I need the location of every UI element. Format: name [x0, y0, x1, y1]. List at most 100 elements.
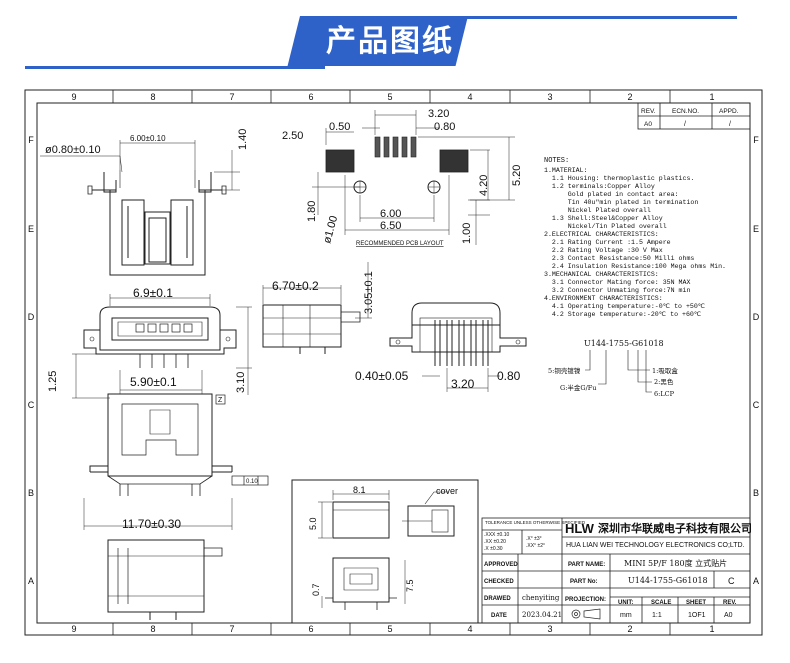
col-bot-3: 3	[547, 624, 552, 634]
note-line: 4.2 Storage temperature:-20℃ to +60℃	[544, 311, 702, 318]
approved-label: APPROVED	[484, 562, 518, 568]
note-line: 3.2 Connector Unmating force:7N min	[544, 287, 690, 294]
appd-value: /	[729, 121, 731, 128]
note-line: 1.2 terminals:Copper Alloy	[544, 183, 655, 190]
rev-label: REV.	[723, 600, 737, 606]
drawer-name: chenyiting	[522, 594, 560, 602]
column-ticks	[112, 90, 671, 635]
rear-view	[389, 302, 527, 392]
revision-table: REV. ECN.NO. APPD. A0 / /	[637, 102, 751, 130]
sheet-value: 1OF1	[688, 612, 706, 619]
cover-dim-07: 0.7	[311, 583, 321, 596]
company-name-cn: 深圳市华联威电子科技有限公司	[598, 521, 752, 535]
note-line: Gold plated in contact area:	[544, 191, 679, 198]
notes-title: NOTES:	[544, 157, 569, 165]
rev-value: A0	[644, 121, 652, 128]
column-labels: 9 8 7 6 5 4 3 2 1 9 8 7 6 5 4 3 2 1	[71, 92, 714, 634]
side-dim-305: 3.05±0.1	[363, 271, 375, 314]
company-name-en: HUA LIAN WEI TECHNOLOGY ELECTRONICS CO;L…	[566, 542, 745, 549]
front-view	[72, 294, 252, 399]
cover-dim-81: 8.1	[353, 485, 366, 495]
row-right-E: E	[753, 224, 759, 234]
note-line: 4.1 Operating temperature:-0℃ to +50℃	[544, 303, 706, 310]
ang-line-2: .XX° ±2°	[526, 543, 545, 549]
note-line: 2.2 Rating Voltage :30 V Max	[544, 247, 663, 254]
pcb-layout-title: RECOMMENDED PCB LAYOUT	[356, 241, 444, 247]
note-line: Nickel/Tin Plated overall	[544, 223, 667, 230]
datum-z: Z	[218, 397, 223, 404]
drawed-label: DRAWED	[484, 596, 511, 602]
col-top-7: 7	[229, 92, 234, 102]
part-code-callout: U144-1755-G61018 5:铜壳镀镍 1:吸取盒 2:黑色 G:半金G…	[548, 339, 678, 398]
part-name-label: PART NAME:	[568, 562, 605, 568]
note-line: Nickel Plated overall	[544, 207, 651, 214]
pcb-dim-100: 1.00	[461, 223, 473, 244]
note-line: 3.MECHANICAL CHARACTERISTICS:	[544, 271, 659, 278]
rev-col-label: REV.	[641, 108, 656, 115]
pcb-pad-left	[325, 149, 355, 173]
bottom-view	[83, 393, 269, 530]
dim-hole-dia: ø0.80±0.10	[45, 144, 101, 156]
cover-detail: 8.1 5.0 0.7 7.5 cover	[291, 479, 479, 624]
scale-label: SCALE	[651, 600, 671, 606]
row-right-C: C	[753, 400, 760, 410]
code-label-gold: G:半金G/Fu	[560, 383, 596, 392]
appd-col-label: APPD.	[719, 108, 739, 115]
pcb-dim-420: 4.20	[478, 175, 490, 196]
pcb-dim-050: 0.50	[329, 121, 350, 133]
row-right-F: F	[753, 135, 759, 145]
code-label-6: 6:LCP	[654, 390, 675, 398]
ang-line-1: .X° ±3°	[526, 536, 542, 542]
col-bot-8: 8	[150, 624, 155, 634]
row-left-A: A	[28, 576, 34, 586]
pcb-signal-pads	[374, 136, 417, 158]
title-block: TOLERANCE UNLESS OTHERWISE SPECIFIED .XX…	[481, 517, 752, 624]
outer-frame	[24, 89, 763, 636]
front-dim-590: 5.90±0.1	[130, 375, 177, 389]
col-top-9: 9	[71, 92, 76, 102]
scale-value: 1:1	[652, 612, 662, 619]
projection-symbol-icon	[571, 608, 601, 620]
bottom-dim-1170: 11.70±0.30	[122, 517, 181, 531]
notes-block: NOTES: 1.MATERIAL: 1.1 Housing: thermopl…	[544, 157, 726, 318]
part-name-value: MINI 5P/F 180度 立式贴片	[624, 558, 727, 568]
note-line: 1.1 Housing: thermoplastic plastics.	[544, 175, 694, 182]
pcb-dim-hole: ø1.00	[321, 214, 340, 244]
col-bot-2: 2	[627, 624, 632, 634]
pcb-dim-520: 5.20	[511, 165, 523, 186]
dim-height-140: 1.40	[237, 129, 249, 150]
note-line: Tin 40u"min plated in termination	[544, 199, 698, 206]
row-right-B: B	[753, 488, 759, 498]
note-line: 2.ELECTRICAL CHARACTERISTICS:	[544, 231, 659, 238]
checked-label: CHECKED	[484, 579, 514, 585]
note-line: 4.ENVIRONMENT CHARACTERISTICS:	[544, 295, 663, 302]
cover-label: cover	[436, 486, 458, 496]
code-label-2: 2:黑色	[654, 377, 674, 386]
row-right-A: A	[753, 576, 759, 586]
date-label: DATE	[491, 613, 507, 619]
rear-dim-320: 3.20	[451, 377, 475, 391]
flatness-tag: 0.10	[246, 479, 258, 485]
row-left-F: F	[28, 135, 34, 145]
col-top-6: 6	[308, 92, 313, 102]
col-top-3: 3	[547, 92, 552, 102]
note-line: 2.3 Contact Resistance:50 Milli ohms	[544, 255, 694, 262]
pcb-dim-180: 1.80	[306, 201, 318, 222]
part-no-label: PART No:	[570, 579, 598, 585]
ecn-value: /	[684, 121, 686, 128]
row-right-D: D	[753, 312, 760, 322]
col-bot-9: 9	[71, 624, 76, 634]
company-logo: HLW	[565, 521, 595, 536]
tol-line-3: .X ±0.30	[484, 546, 503, 552]
header-line-left	[25, 66, 325, 69]
tol-title: TOLERANCE UNLESS OTHERWISE SPECIFIED	[485, 520, 586, 525]
side-dim-670: 6.70±0.2	[272, 279, 319, 293]
col-bot-1: 1	[709, 624, 714, 634]
pcb-dim-600: 6.00	[380, 208, 401, 220]
cover-dim-75: 7.5	[405, 579, 415, 592]
row-left-E: E	[28, 224, 34, 234]
front-dim-310: 3.10	[235, 372, 247, 393]
dim-pitch-span: 6.00±0.10	[130, 134, 166, 143]
rear-dim-080: 0.80	[497, 369, 521, 383]
